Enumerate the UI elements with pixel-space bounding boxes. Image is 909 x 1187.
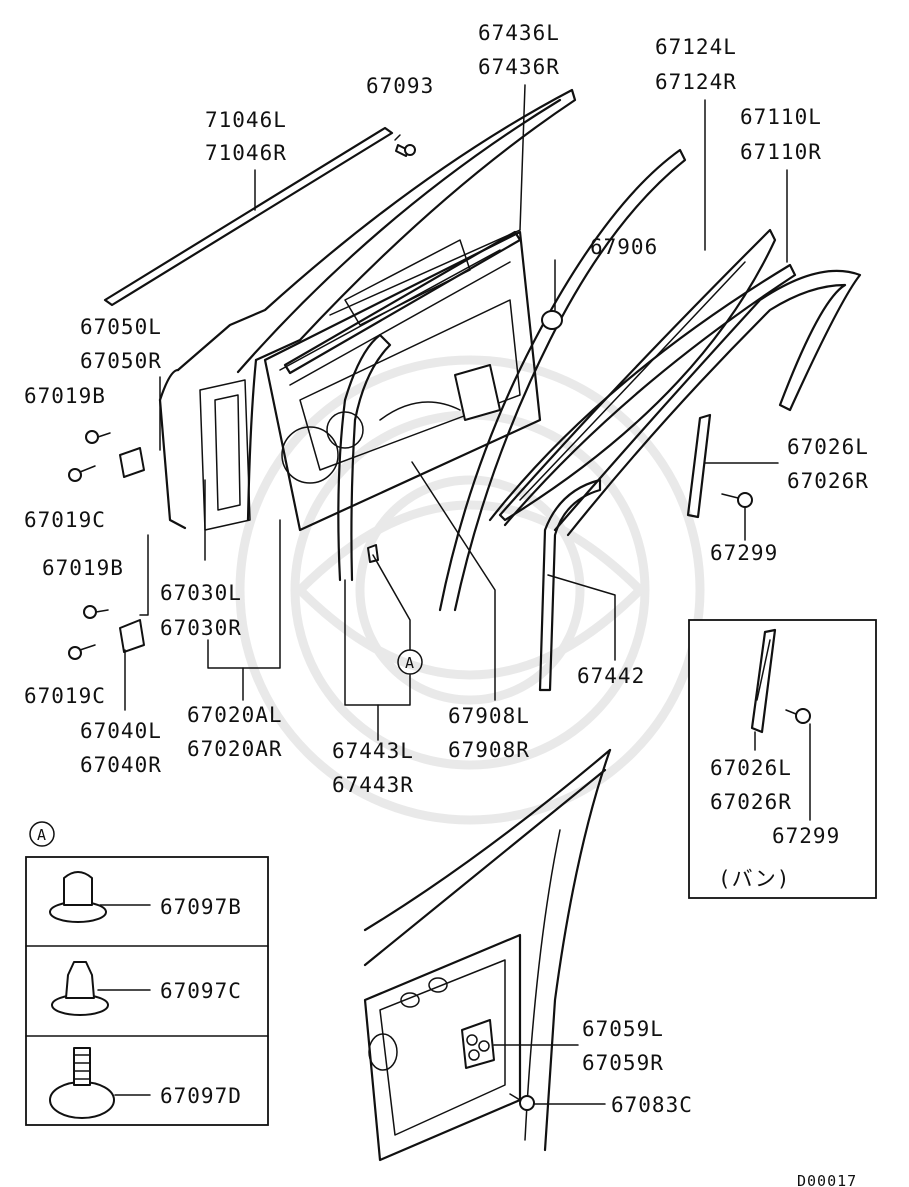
label-67040l: 67040L — [80, 719, 162, 743]
bolt-67019c-lower — [68, 644, 96, 660]
label-67019c-lower: 67019C — [24, 684, 106, 708]
clip-67097b — [49, 871, 151, 923]
label-67020ar: 67020AR — [187, 737, 283, 761]
glass-run-channel — [438, 148, 687, 612]
label-67124r: 67124R — [655, 70, 737, 94]
label-67110r: 67110R — [740, 140, 822, 164]
label-67050l: 67050L — [80, 315, 162, 339]
bolt-67019b-lower — [83, 605, 109, 619]
callout-a-letter: A — [405, 654, 415, 672]
label-67443l: 67443L — [332, 739, 414, 763]
van-inset — [688, 619, 877, 899]
label-67124l: 67124L — [655, 35, 737, 59]
label-67026l-van: 67026L — [710, 756, 792, 780]
screw-67093 — [395, 144, 416, 157]
bolt-67299 — [721, 492, 753, 508]
inner-weatherstrip-67443 — [337, 333, 392, 582]
label-67097c: 67097C — [160, 979, 242, 1003]
label-67908r: 67908R — [448, 738, 530, 762]
label-67083c: 67083C — [611, 1093, 693, 1117]
label-67097b: 67097B — [160, 895, 242, 919]
service-hole-cover — [454, 364, 501, 421]
rear-channel-67026 — [686, 413, 712, 519]
clip-67097d — [49, 1047, 151, 1119]
label-67906: 67906 — [590, 235, 658, 259]
label-67026r-main: 67026R — [787, 469, 869, 493]
lower-hinge-67040 — [119, 619, 145, 653]
label-71046l: 71046L — [205, 108, 287, 132]
label-67019b-upper: 67019B — [24, 384, 106, 408]
inner-belt-seal-67436 — [283, 230, 522, 375]
label-67019c-upper: 67019C — [24, 508, 106, 532]
door-outer-panel — [158, 88, 577, 532]
label-71046r: 71046R — [205, 141, 287, 165]
label-67436l: 67436L — [478, 21, 560, 45]
label-67050r: 67050R — [80, 349, 162, 373]
latch-67059 — [461, 1019, 495, 1069]
screw-67083c — [509, 1093, 535, 1111]
bolt-67019c-upper — [68, 465, 96, 482]
lower-detail-view — [363, 748, 612, 1162]
door-opening-seal — [553, 269, 862, 537]
label-67059r: 67059R — [582, 1051, 664, 1075]
label-67026r-van: 67026R — [710, 790, 792, 814]
callout-a: A — [397, 649, 423, 675]
label-67059l: 67059L — [582, 1017, 664, 1041]
clip-67097c — [51, 961, 151, 1016]
part-labels: 71046L 71046R 67093 67436L 67436R 67124L… — [24, 21, 869, 1187]
label-67097d: 67097D — [160, 1084, 242, 1108]
label-67442: 67442 — [577, 664, 645, 688]
clip-table-inset: A — [25, 821, 269, 1126]
leader-lines — [124, 84, 788, 741]
diagram-code: D00017 — [797, 1172, 857, 1187]
label-67030l: 67030L — [160, 581, 242, 605]
grommet-67906 — [541, 310, 563, 330]
door-glass — [498, 228, 777, 522]
inset-a-letter: A — [37, 826, 47, 844]
label-67030r: 67030R — [160, 616, 242, 640]
lower-seal-67442 — [538, 478, 602, 692]
door-weatherstrip — [488, 263, 797, 527]
label-67040r: 67040R — [80, 753, 162, 777]
bolt-67019b-upper — [85, 430, 111, 444]
upper-hinge-67050 — [119, 447, 145, 478]
label-67443r: 67443R — [332, 773, 414, 797]
label-67026l-main: 67026L — [787, 435, 869, 459]
label-67299-main: 67299 — [710, 541, 778, 565]
label-67019b-lower: 67019B — [42, 556, 124, 580]
label-67020al: 67020AL — [187, 703, 283, 727]
label-67908l: 67908L — [448, 704, 530, 728]
clip-near-callout — [367, 544, 379, 563]
label-67093: 67093 — [366, 74, 434, 98]
belt-molding-71046 — [103, 126, 394, 307]
label-67110l: 67110L — [740, 105, 822, 129]
label-67436r: 67436R — [478, 55, 560, 79]
label-van-note: (バン) — [718, 867, 790, 891]
label-67299-van: 67299 — [772, 824, 840, 848]
